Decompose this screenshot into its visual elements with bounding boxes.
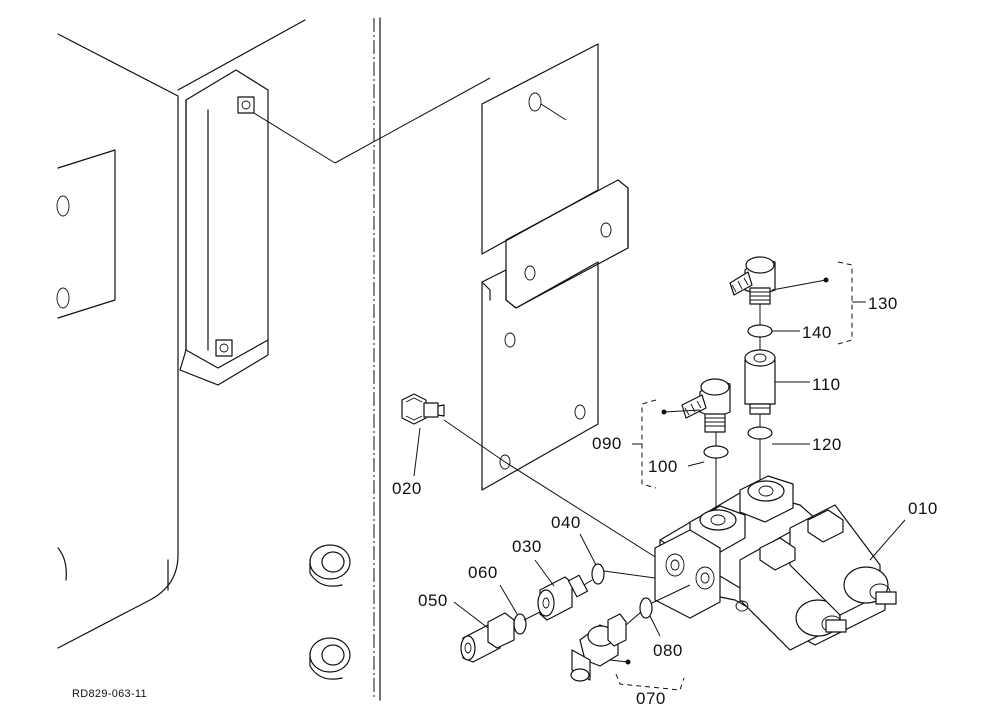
callout-130: 130: [868, 294, 898, 313]
callout-070: 070: [636, 689, 666, 708]
callout-100: 100: [648, 457, 678, 476]
part-110-adapter: [744, 349, 810, 415]
part-130-elbow-fitting: [729, 256, 829, 305]
leader-010: [869, 519, 906, 561]
callout-090: 090: [592, 434, 622, 453]
callout-140: 140: [802, 323, 832, 342]
leader-070-080: [625, 611, 642, 626]
leader-020: [413, 427, 421, 477]
part-010-valve-body: [654, 475, 897, 651]
callout-030: 030: [512, 537, 542, 556]
callout-120: 120: [812, 435, 842, 454]
panel-boss-lower: [309, 637, 351, 680]
leader-080-010: [651, 584, 691, 604]
part-020-bolt: [401, 393, 661, 561]
leader-060-030: [523, 611, 541, 621]
leader-040-010: [603, 570, 656, 579]
angle-bracket: [505, 179, 629, 309]
group-bracket-130: [837, 261, 853, 345]
part-050-fitting: [453, 601, 515, 663]
part-090-elbow-fitting: [661, 378, 731, 433]
callout-080: 080: [653, 641, 683, 660]
lower-plate: [481, 261, 599, 491]
callout-040: 040: [551, 513, 581, 532]
drawing-code: RD829-063-11: [72, 688, 147, 700]
frame-section-lines: [177, 17, 381, 701]
machine-body-panel: [56, 33, 351, 680]
part-080-oring: [639, 597, 661, 637]
leader-030-040: [583, 579, 593, 586]
callout-010: 010: [908, 499, 938, 518]
group-bracket-070: [615, 673, 685, 691]
callout-060: 060: [468, 563, 498, 582]
part-040-oring: [579, 533, 605, 585]
panel-boss-upper: [309, 544, 351, 587]
part-060-oring: [499, 584, 527, 635]
part-100-oring: [687, 445, 729, 467]
callout-020: 020: [392, 479, 422, 498]
part-120-oring: [747, 426, 810, 445]
callout-050: 050: [418, 591, 448, 610]
callout-110: 110: [812, 375, 841, 394]
part-140-oring: [747, 324, 800, 338]
upper-plate: [481, 43, 599, 255]
part-030-adapter: [534, 559, 589, 621]
part-070-elbow-fitting: [570, 613, 631, 682]
mounting-bracket: [179, 69, 491, 386]
